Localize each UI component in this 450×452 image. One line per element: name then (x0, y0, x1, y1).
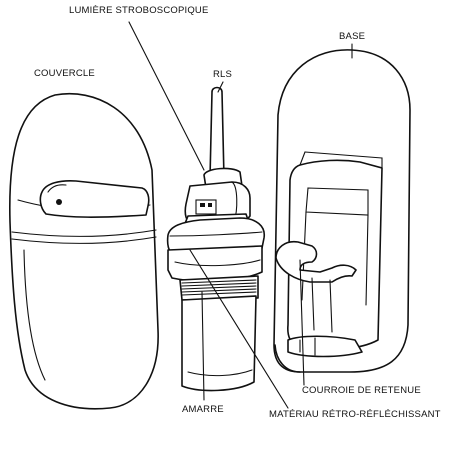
label-cover: COUVERCLE (34, 68, 95, 79)
label-mooring: AMARRE (182, 404, 224, 415)
label-retaining-strap: COURROIE DE RETENUE (302, 385, 421, 396)
base-shell (273, 49, 411, 373)
label-strobe-light: LUMIÈRE STROBOSCOPIQUE (69, 5, 209, 16)
rls-device (166, 86, 265, 392)
label-rls: RLS (213, 69, 233, 80)
label-reflective-material: MATÉRIAU RÉTRO-RÉFLÉCHISSANT (269, 409, 441, 420)
cover-shell (8, 93, 159, 410)
label-base: BASE (339, 31, 366, 42)
leader-lines (128, 21, 353, 409)
reflective-band (181, 279, 257, 296)
